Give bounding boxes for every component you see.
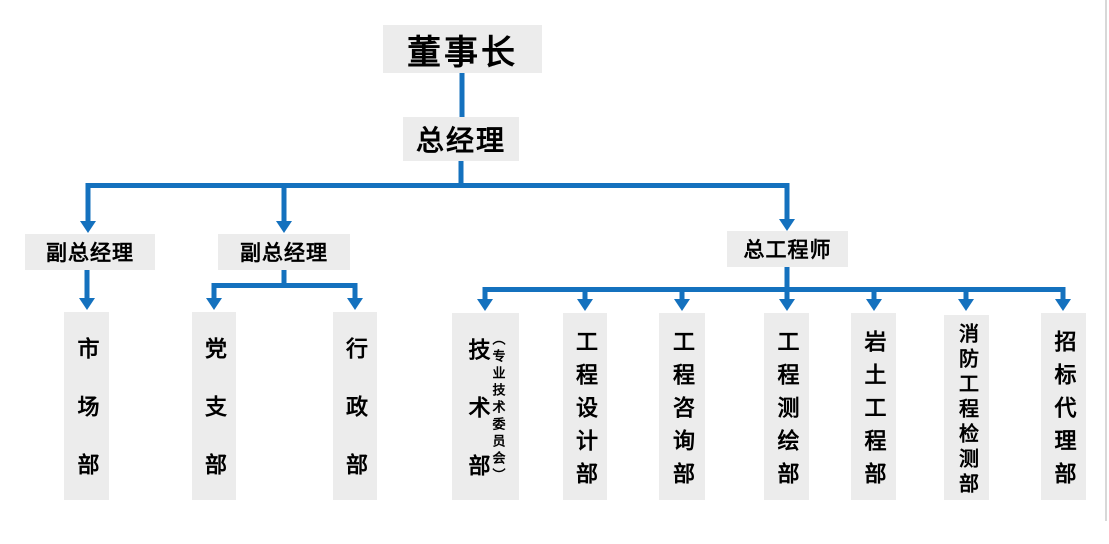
node-deputy-gm-mid: 副总经理 (218, 234, 350, 270)
node-deputy-gm-left-label: 副总经理 (46, 242, 134, 265)
node-geotech-eng-dept-label: 岩土工程部 (861, 329, 887, 495)
node-fire-eng-testing-dept-label: 消防工程检测部 (955, 322, 978, 498)
node-bidding-agency-dept: 招标代理部 (1041, 313, 1086, 500)
node-tech-dept-label: 技术部 (465, 337, 491, 512)
node-admin-dept-label: 行政部 (343, 337, 368, 511)
node-tech-dept: 技术部 （专业技术委员会） (452, 313, 519, 512)
page-edge-line (1105, 0, 1107, 521)
node-admin-dept: 行政部 (333, 312, 377, 511)
node-bidding-agency-dept-label: 招标代理部 (1051, 329, 1077, 495)
node-fire-eng-testing-dept: 消防工程检测部 (944, 315, 989, 500)
node-general-manager-label: 总经理 (415, 125, 506, 156)
node-eng-surveying-dept-label: 工程测绘部 (774, 329, 800, 495)
arrowheads (79, 219, 1071, 311)
node-geotech-eng-dept: 岩土工程部 (851, 313, 896, 500)
node-eng-consulting-dept: 工程咨询部 (659, 313, 705, 500)
node-eng-consulting-dept-label: 工程咨询部 (670, 329, 695, 495)
node-party-branch-label: 党支部 (202, 337, 227, 511)
node-chairman-label: 董事长 (407, 33, 518, 72)
node-deputy-gm-left: 副总经理 (25, 234, 155, 270)
node-chief-engineer-label: 总工程师 (743, 239, 832, 262)
node-marketing-dept-label: 市场部 (74, 337, 100, 511)
node-eng-design-dept-label: 工程设计部 (573, 329, 598, 495)
node-deputy-gm-mid-label: 副总经理 (240, 242, 328, 265)
node-chief-engineer: 总工程师 (727, 231, 848, 267)
node-chairman: 董事长 (383, 25, 542, 73)
node-eng-design-dept: 工程设计部 (563, 313, 607, 500)
node-tech-dept-sublabel: （专业技术委员会） (490, 332, 506, 485)
node-party-branch: 党支部 (192, 312, 236, 511)
node-general-manager: 总经理 (403, 117, 519, 161)
node-eng-surveying-dept: 工程测绘部 (764, 313, 809, 500)
node-marketing-dept: 市场部 (64, 312, 109, 511)
